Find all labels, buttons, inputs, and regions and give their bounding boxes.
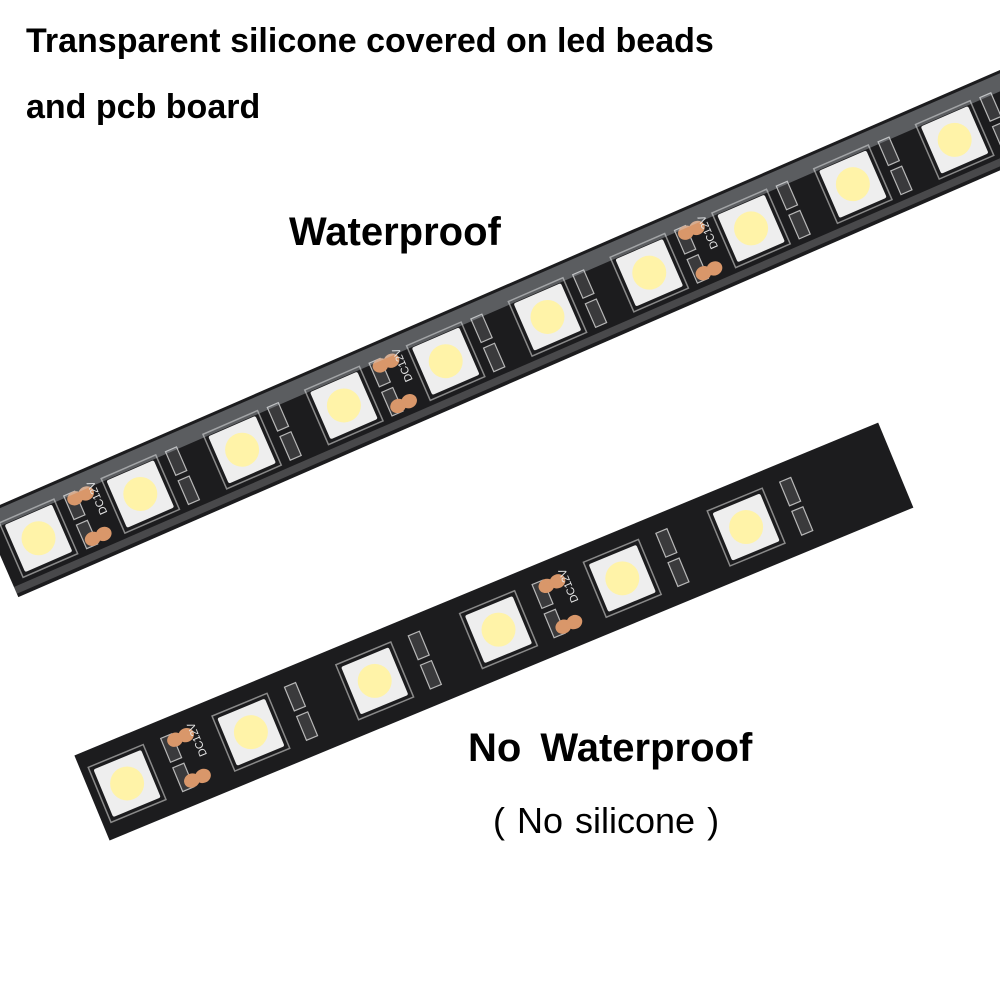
led-emitter [428,344,463,379]
led-emitter [605,561,640,596]
led-outline [201,409,283,490]
led-emitter [110,766,145,801]
copper-pad [78,486,94,501]
led-emitter [937,122,972,157]
led-outline [582,538,663,619]
copper-pad [689,220,705,236]
resistor [419,659,443,690]
resistor [571,269,595,300]
copper-pad [706,261,723,276]
resistor [283,681,307,712]
resistor [482,342,506,373]
led-emitter [326,388,361,423]
led-emitter [233,715,268,750]
resistor [177,475,201,506]
resistor [164,446,188,477]
waterproof-label: Waterproof [289,210,501,254]
silicone-sheen [0,68,1000,531]
copper-pad [95,526,112,542]
led-outline [458,589,539,670]
resistor [775,180,799,211]
led-emitter [481,612,516,647]
led-outline [706,487,786,567]
led-emitter [357,663,392,698]
resistor [667,557,690,588]
resistor [295,711,319,742]
led-emitter [225,432,260,467]
led-emitter [835,167,870,202]
led-outline [303,365,385,446]
led-outline [405,321,486,402]
resistor [877,136,901,167]
resistor [991,121,1000,152]
silicone-edge-highlight [13,140,1000,594]
led-emitter [632,255,667,290]
resistor [979,92,1000,123]
copper-pad [549,574,566,589]
resistor [407,630,430,661]
no-silicone-label: ( No silicone ) [493,800,720,841]
led-emitter [729,510,764,545]
copper-pad [178,727,194,743]
resistor [266,401,290,432]
resistor [279,430,303,461]
led-emitter [123,476,158,511]
resistor [791,505,814,536]
headline-line-1: Transparent silicone covered on led bead… [26,22,714,60]
resistor [470,313,493,344]
copper-pad [401,394,417,409]
copper-pad [566,614,583,630]
headline-line-2: and pcb board [26,88,261,126]
led-outline [914,99,995,181]
led-outline [100,453,181,535]
led-outline [334,641,415,721]
resistor [655,527,678,558]
led-outline [609,232,690,313]
resistor [584,298,608,329]
led-outline [87,743,167,824]
no-waterproof-label: No Waterproof [468,726,753,770]
copper-pad [195,768,211,784]
resistor [778,476,802,507]
led-outline [812,144,894,225]
led-outline [211,692,291,773]
copper-pad [383,353,400,368]
led-emitter [21,521,56,556]
resistor [788,209,811,240]
led-outline [507,276,588,358]
led-outline [710,188,792,269]
led-outline [0,498,79,579]
led-emitter [530,299,565,334]
led-emitter [734,211,769,246]
resistor [889,165,913,196]
